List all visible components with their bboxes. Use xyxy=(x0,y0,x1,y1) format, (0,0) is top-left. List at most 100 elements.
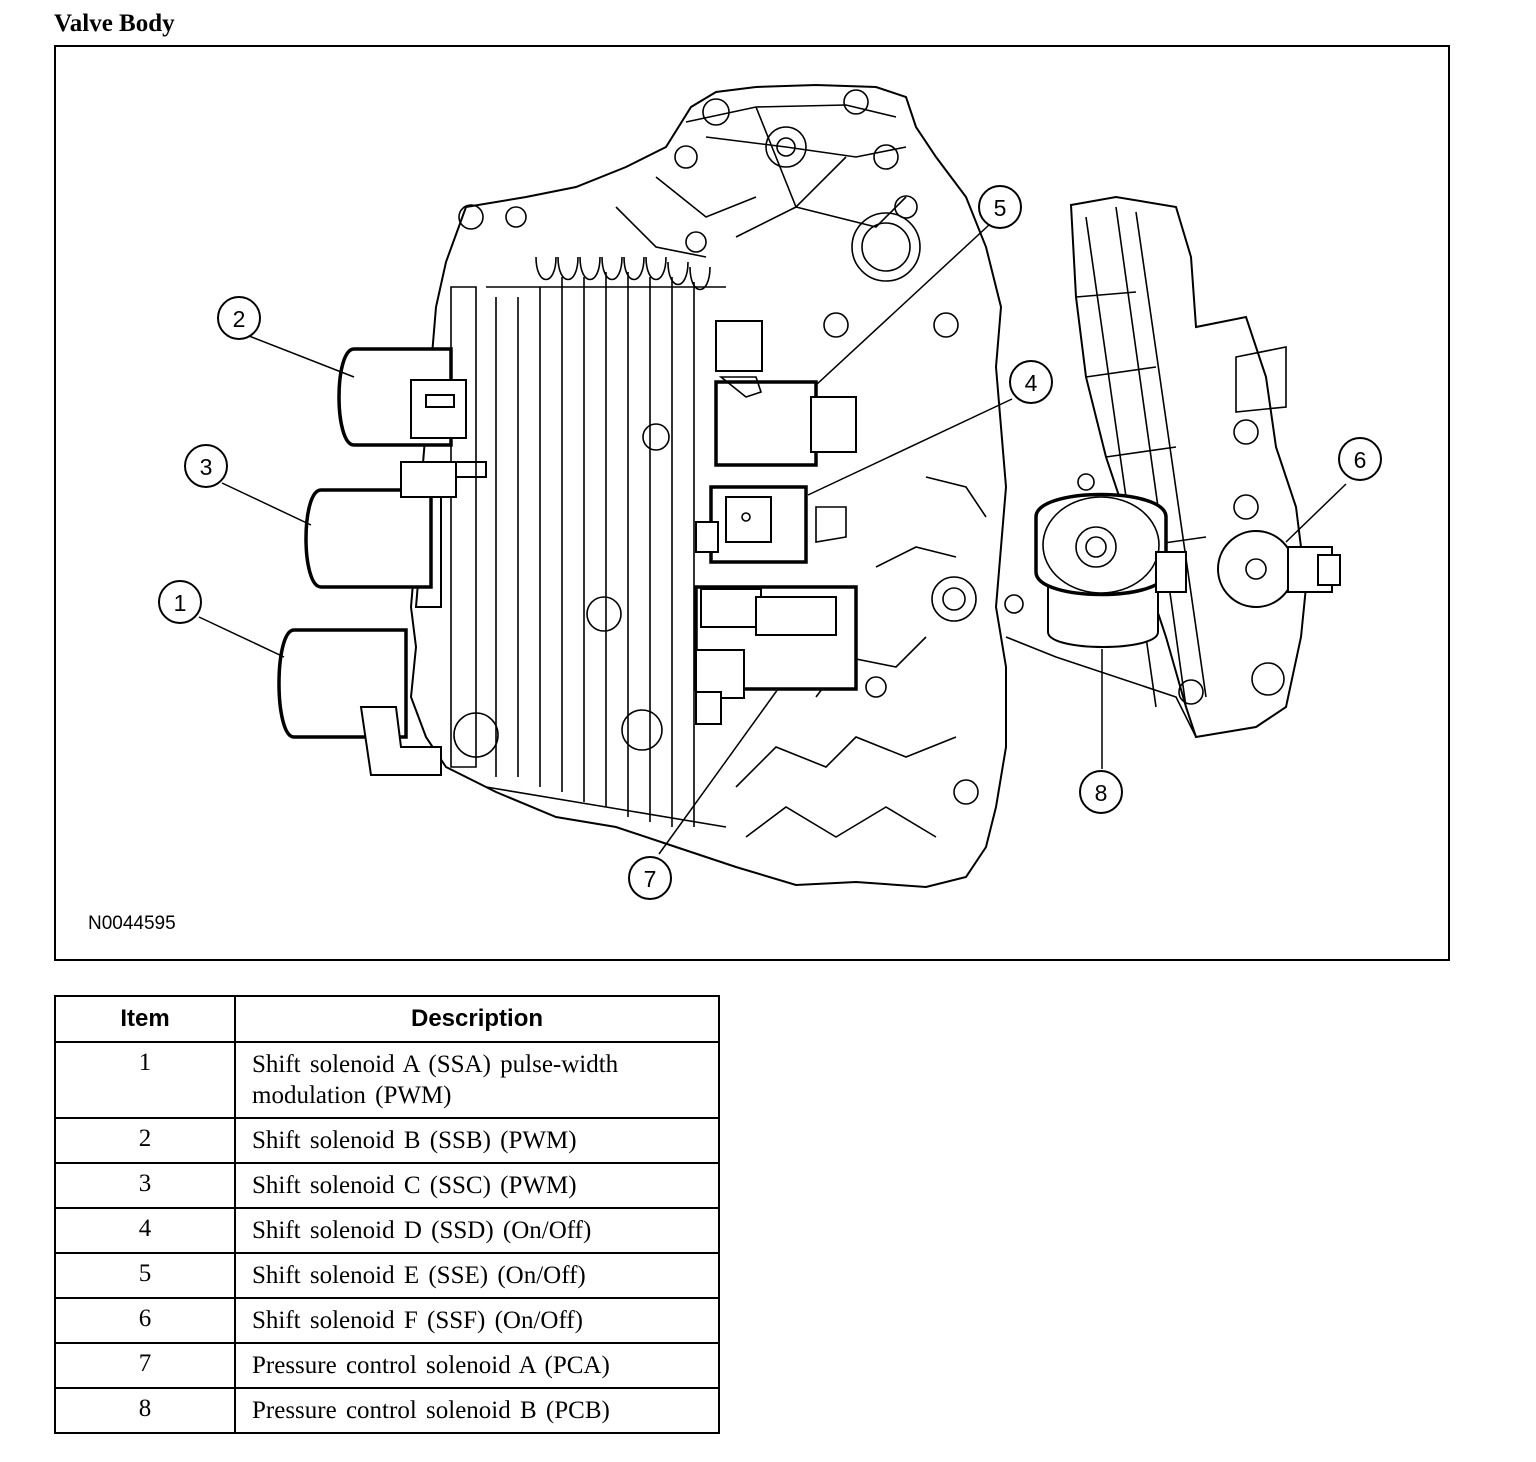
valve-body-illustration: 2 3 1 5 4 6 7 8 xyxy=(158,83,1382,900)
casting-hole xyxy=(894,195,918,219)
casting-hole xyxy=(586,596,622,632)
casting-hole xyxy=(953,779,979,805)
cover-bolt xyxy=(1233,494,1259,520)
legend-table: Item Description 1 Shift solenoid A (SSA… xyxy=(54,995,720,1434)
accumulator-bore-inner xyxy=(861,222,911,272)
connector xyxy=(359,706,442,776)
table-row: 7 Pressure control solenoid A (PCA) xyxy=(54,1342,720,1389)
connector xyxy=(410,379,467,439)
leader-line-2 xyxy=(248,335,355,378)
casting-hole-inner xyxy=(942,587,966,611)
shift-solenoid-a xyxy=(277,628,442,776)
casting-hole xyxy=(865,676,887,698)
leader-line-6 xyxy=(1285,483,1347,543)
cover-bolt xyxy=(1178,679,1204,705)
callout-4: 4 xyxy=(1009,360,1053,404)
row-description: Shift solenoid E (SSE) (On/Off) xyxy=(234,1252,720,1299)
table-row: 8 Pressure control solenoid B (PCB) xyxy=(54,1387,720,1434)
casting-hole xyxy=(843,89,869,115)
callout-2: 2 xyxy=(217,296,261,340)
mount-block xyxy=(695,649,745,699)
leader-line-3 xyxy=(221,482,312,526)
header-description: Description xyxy=(234,995,720,1043)
casting-web-top xyxy=(615,104,907,258)
row-description: Shift solenoid A (SSA) pulse-width modul… xyxy=(234,1041,720,1119)
shift-solenoid-c xyxy=(304,461,457,589)
casting-hole xyxy=(933,312,959,338)
callout-5: 5 xyxy=(978,185,1022,229)
casting-hole xyxy=(458,204,484,230)
legend-header-row: Item Description xyxy=(54,995,720,1043)
row-description: Shift solenoid C (SSC) (PWM) xyxy=(234,1162,720,1209)
pressure-control-solenoid-b xyxy=(1034,492,1187,648)
svg-text:4: 4 xyxy=(1025,370,1038,396)
connector-body xyxy=(755,596,837,636)
casting-hole xyxy=(685,231,707,253)
row-description: Pressure control solenoid A (PCA) xyxy=(234,1342,720,1389)
row-item: 2 xyxy=(54,1117,236,1164)
shift-solenoid-b xyxy=(337,347,467,447)
row-item: 3 xyxy=(54,1162,236,1209)
callout-6: 6 xyxy=(1338,437,1382,481)
row-item: 4 xyxy=(54,1207,236,1254)
svg-text:2: 2 xyxy=(233,306,246,332)
valve-body-figure: 2 3 1 5 4 6 7 8 N0044595 xyxy=(54,45,1450,961)
leader-line-4 xyxy=(807,398,1013,496)
casting-hole xyxy=(702,98,730,126)
connector xyxy=(1155,551,1187,593)
row-item: 8 xyxy=(54,1387,236,1434)
row-description: Shift solenoid B (SSB) (PWM) xyxy=(234,1117,720,1164)
svg-text:7: 7 xyxy=(644,866,657,892)
leader-line-5 xyxy=(815,224,990,386)
side-cover-ribs xyxy=(1075,206,1287,708)
row-item: 5 xyxy=(54,1252,236,1299)
svg-text:8: 8 xyxy=(1095,780,1108,806)
cover-bolt xyxy=(1251,662,1285,696)
casting-hole xyxy=(621,709,663,751)
bolt-head xyxy=(715,320,763,372)
table-row: 5 Shift solenoid E (SSE) (On/Off) xyxy=(54,1252,720,1299)
connector xyxy=(810,396,857,453)
casting-hole xyxy=(873,144,899,170)
spool-valve-bores xyxy=(485,256,727,828)
row-description: Shift solenoid D (SSD) (On/Off) xyxy=(234,1207,720,1254)
casting-bore xyxy=(765,126,807,168)
svg-text:1: 1 xyxy=(174,590,187,616)
casting-hole xyxy=(642,423,670,451)
leader-line-1 xyxy=(198,616,285,658)
callout-1: 1 xyxy=(158,580,202,624)
bracket-plate xyxy=(450,286,477,768)
leader-line-7 xyxy=(658,688,779,855)
connector-pin xyxy=(425,394,455,408)
table-row: 1 Shift solenoid A (SSA) pulse-width mod… xyxy=(54,1041,720,1119)
row-description: Pressure control solenoid B (PCB) xyxy=(234,1387,720,1434)
shift-solenoid-f xyxy=(1217,530,1341,608)
callout-7: 7 xyxy=(628,856,672,900)
connector xyxy=(700,588,762,628)
cover-bolt xyxy=(1233,419,1259,445)
side-cover-plate xyxy=(1069,195,1308,739)
connector xyxy=(400,461,457,498)
casting-hole xyxy=(931,576,977,622)
bolt-head xyxy=(695,691,722,725)
svg-text:5: 5 xyxy=(994,195,1007,221)
page-title: Valve Body xyxy=(54,10,175,37)
table-row: 2 Shift solenoid B (SSB) (PWM) xyxy=(54,1117,720,1164)
svg-text:3: 3 xyxy=(200,454,213,480)
casting-web-bottom xyxy=(735,476,987,838)
table-row: 4 Shift solenoid D (SSD) (On/Off) xyxy=(54,1207,720,1254)
header-item: Item xyxy=(54,995,236,1043)
accumulator-bore xyxy=(851,212,921,282)
row-item: 6 xyxy=(54,1297,236,1344)
bolt-head xyxy=(695,521,719,553)
shift-solenoid-d xyxy=(695,485,847,564)
casting-hole xyxy=(1004,594,1024,614)
casting-hole xyxy=(823,312,849,338)
mount-tab xyxy=(725,496,772,543)
table-row: 6 Shift solenoid F (SSF) (On/Off) xyxy=(54,1297,720,1344)
shift-solenoid-e xyxy=(714,320,857,467)
casting-hole xyxy=(505,206,527,228)
svg-text:6: 6 xyxy=(1354,447,1367,473)
figure-id: N0044595 xyxy=(88,913,176,934)
casting-bore-inner xyxy=(776,137,796,157)
